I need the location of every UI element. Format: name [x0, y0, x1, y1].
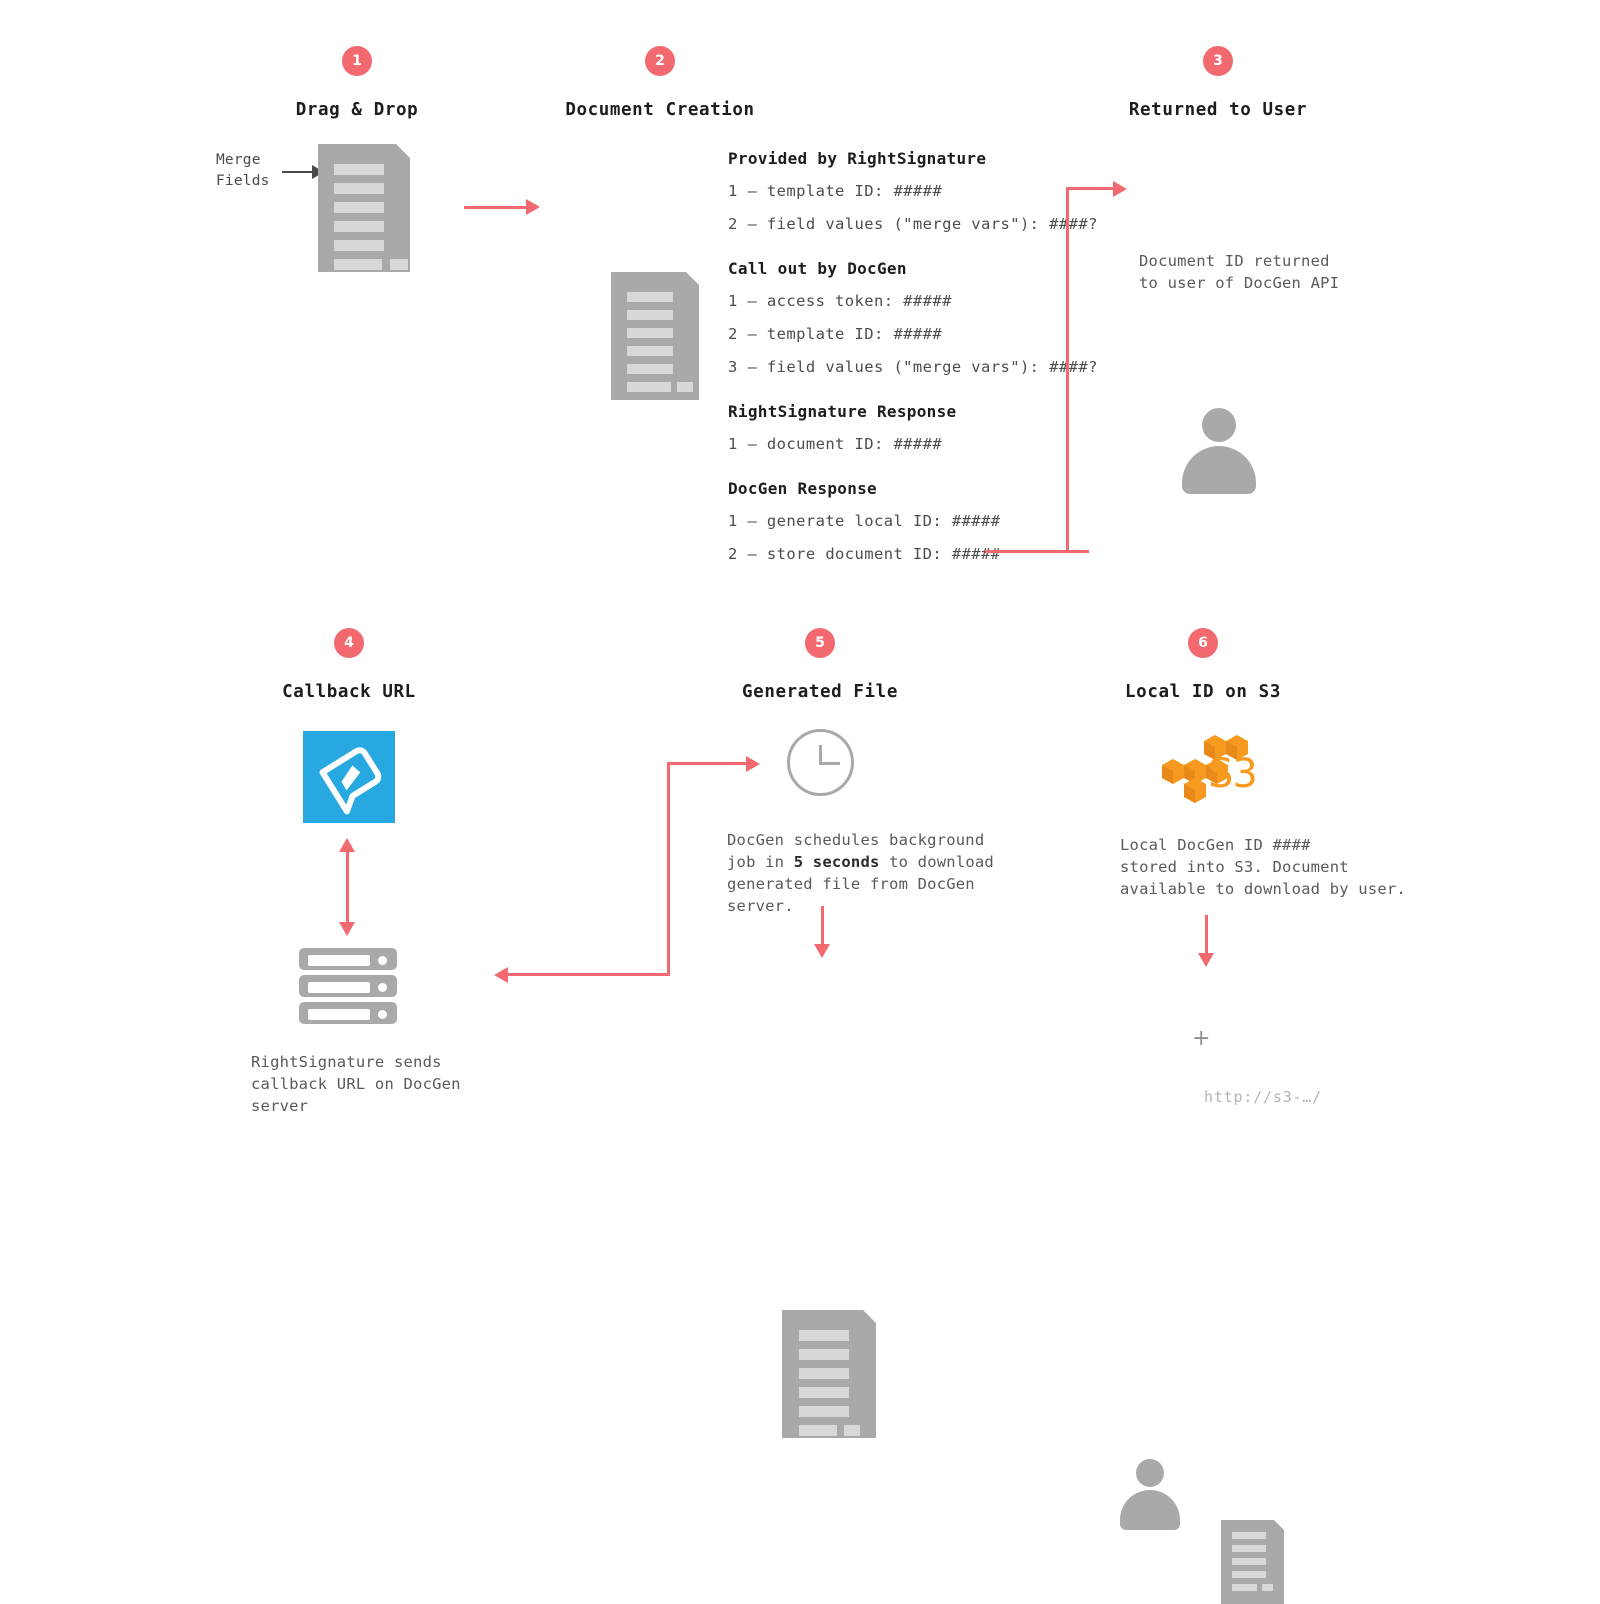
- step-title-drag-and-drop: Drag & Drop: [295, 100, 419, 120]
- api-group-title-3: DocGen Response: [728, 479, 877, 498]
- caption-step6-line1: Local DocGen ID ####: [1120, 836, 1311, 854]
- step-title-document-creation: Document Creation: [565, 100, 755, 120]
- api-group-title-2: RightSignature Response: [728, 402, 957, 421]
- step-badge-3: 3: [1203, 46, 1233, 76]
- api-item-1-1: 2 – template ID: #####: [728, 325, 943, 343]
- step-badge-2: 2: [645, 46, 675, 76]
- diagram-canvas: 1 Drag & Drop Merge Fields 2 Document Cr…: [216, 46, 1420, 1604]
- caption-step6-line2: stored into S3. Document: [1120, 858, 1349, 876]
- clock-icon: [787, 729, 854, 796]
- connector-step5-down-line: [821, 906, 824, 948]
- step-badge-2-number: 2: [655, 53, 665, 69]
- api-item-2-0: 1 – document ID: #####: [728, 435, 943, 453]
- api-group-title-1: Call out by DocGen: [728, 259, 907, 278]
- connector-to-server-arrow-icon: [494, 967, 508, 983]
- server-icon: [299, 948, 397, 1024]
- step-badge-5-number: 5: [815, 635, 825, 651]
- step-badge-4: 4: [334, 628, 364, 658]
- caption-step3-line1: Document ID returned: [1139, 252, 1330, 270]
- api-item-1-0: 1 – access token: #####: [728, 292, 952, 310]
- connector-step2-to-step3-horizontal-bottom: [985, 550, 1089, 553]
- connector-step2-to-step3-vertical: [1066, 187, 1069, 553]
- caption-step4-line2: callback URL on DocGen: [251, 1075, 461, 1093]
- connector-logo-server-arrow-down-icon: [339, 922, 355, 936]
- aws-s3-label: S3: [1208, 751, 1258, 797]
- rightsignature-logo-icon: [303, 731, 395, 823]
- api-item-3-0: 1 – generate local ID: #####: [728, 512, 1001, 530]
- connector-step2-to-step3-arrow-icon: [1113, 181, 1127, 197]
- step-badge-5: 5: [805, 628, 835, 658]
- connector-step5-elbow-bottom: [508, 973, 670, 976]
- document-icon-step2: [611, 272, 699, 400]
- caption-step5-post: to download: [879, 853, 994, 871]
- caption-step5-pre: job in: [727, 853, 794, 871]
- plus-sign-step6: +: [1192, 1026, 1211, 1051]
- connector-step1-to-step2-arrow-icon: [526, 199, 540, 215]
- api-item-0-1: 2 – field values ("merge vars"): ####?: [728, 215, 1098, 233]
- caption-step5-line2: job in 5 seconds to download: [727, 851, 997, 873]
- connector-step5-down-arrow-icon: [814, 944, 830, 958]
- step-title-returned-to-user: Returned to User: [1128, 100, 1308, 120]
- document-icon-step1: [318, 144, 410, 272]
- connector-step6-down-arrow-icon: [1198, 953, 1214, 967]
- step-badge-4-number: 4: [344, 635, 354, 651]
- step-badge-6: 6: [1188, 628, 1218, 658]
- document-icon-step6: [1221, 1520, 1284, 1604]
- connector-step6-down-line: [1205, 915, 1208, 957]
- step-badge-3-number: 3: [1213, 53, 1223, 69]
- step-title-local-id-on-s3: Local ID on S3: [1125, 682, 1281, 702]
- step-title-callback-url: Callback URL: [282, 682, 416, 702]
- connector-step5-elbow-top: [667, 762, 753, 765]
- caption-step5-line1: DocGen schedules background: [727, 831, 985, 849]
- merge-fields-label-line1: Merge: [216, 152, 261, 168]
- person-icon-step3: [1178, 408, 1260, 494]
- merge-fields-connector-line: [282, 171, 322, 173]
- person-icon-step6: [1117, 1459, 1183, 1530]
- caption-step5-line4: server.: [727, 897, 794, 915]
- step-badge-6-number: 6: [1198, 635, 1208, 651]
- api-item-1-2: 3 – field values ("merge vars"): ####?: [728, 358, 1098, 376]
- merge-fields-label: Merge Fields: [216, 150, 296, 192]
- caption-step3: Document ID returned to user of DocGen A…: [1139, 250, 1399, 294]
- merge-fields-label-line2: Fields: [216, 173, 270, 190]
- step-badge-1-number: 1: [352, 53, 362, 69]
- connector-step5-elbow-vertical: [667, 762, 670, 976]
- document-icon-generated: [782, 1310, 876, 1438]
- step-title-generated-file: Generated File: [742, 682, 898, 702]
- s3-url-text: http://s3-…/: [1204, 1088, 1322, 1106]
- api-group-title-0: Provided by RightSignature: [728, 149, 987, 168]
- connector-step1-to-step2: [464, 206, 534, 209]
- caption-step4: RightSignature sends callback URL on Doc…: [251, 1051, 511, 1117]
- caption-step4-line3: server: [251, 1097, 309, 1115]
- caption-step6: Local DocGen ID #### stored into S3. Doc…: [1120, 834, 1420, 900]
- caption-step5-bold: 5 seconds: [793, 853, 880, 871]
- api-item-0-0: 1 – template ID: #####: [728, 182, 943, 200]
- connector-to-clock-arrow-icon: [746, 756, 760, 772]
- step-badge-1: 1: [342, 46, 372, 76]
- caption-step4-line1: RightSignature sends: [251, 1053, 442, 1071]
- connector-step2-to-step3-horizontal-top: [1066, 187, 1120, 190]
- api-item-3-1: 2 – store document ID: #####: [728, 545, 1001, 563]
- aws-s3-icon: [1148, 733, 1258, 803]
- connector-logo-server-arrow-up-icon: [339, 838, 355, 852]
- caption-step5: DocGen schedules background job in 5 sec…: [727, 829, 997, 917]
- connector-logo-server-line: [346, 848, 349, 926]
- caption-step6-line3: available to download by user.: [1120, 880, 1406, 898]
- caption-step3-line2: to user of DocGen API: [1139, 274, 1340, 292]
- caption-step5-line3: generated file from DocGen: [727, 875, 975, 893]
